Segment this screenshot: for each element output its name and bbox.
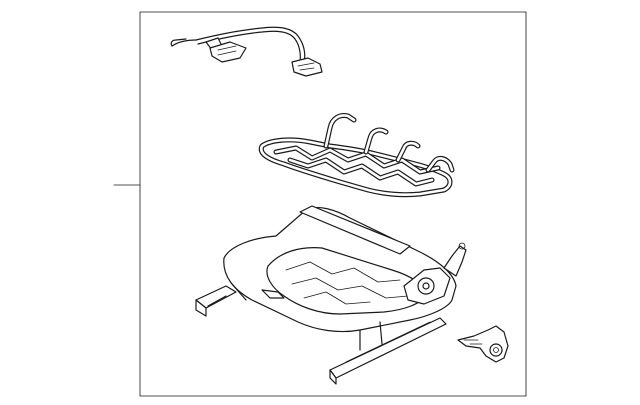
seat-wire-harness [170, 26, 323, 77]
recliner-cover [457, 325, 509, 363]
diagram-frame [139, 11, 527, 397]
seat-track-frame [195, 205, 467, 385]
seat-cushion-spring [258, 113, 455, 198]
